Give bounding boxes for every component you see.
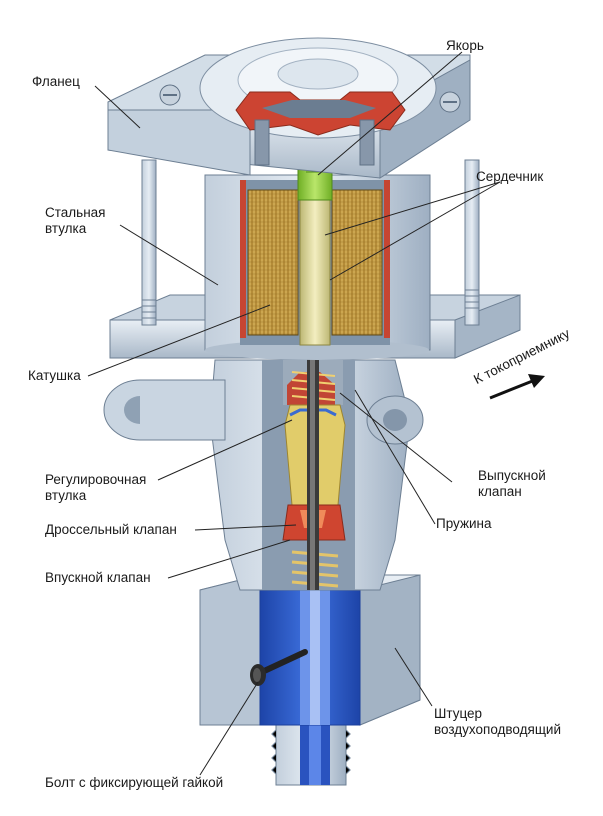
label-steel-sleeve-line2: втулка bbox=[45, 221, 87, 236]
top-flange bbox=[107, 37, 471, 179]
label-flange: Фланец bbox=[32, 74, 80, 89]
steel-sleeve bbox=[204, 95, 431, 360]
label-adjusting-sleeve-line1: Регулировочная bbox=[45, 472, 147, 487]
threaded-tip bbox=[271, 719, 351, 786]
label-core: Сердечник bbox=[476, 169, 544, 184]
label-exhaust-valve-line2: клапан bbox=[478, 484, 522, 499]
label-intake-valve: Впускной клапан bbox=[45, 570, 151, 585]
leader-lines bbox=[87, 51, 501, 776]
air-fitting-body bbox=[199, 574, 421, 726]
label-exhaust-valve: Выпускной клапан bbox=[478, 468, 546, 500]
label-coil: Катушка bbox=[28, 368, 81, 383]
valve-body bbox=[103, 340, 424, 591]
label-air-fitting-line1: Штуцер bbox=[434, 706, 483, 721]
label-bolt: Болт с фиксирующей гайкой bbox=[45, 775, 224, 790]
label-steel-sleeve-line1: Стальная bbox=[45, 205, 106, 220]
label-steel-sleeve: Стальная втулка bbox=[45, 205, 105, 237]
label-air-fitting-line2: воздухоподводящий bbox=[434, 722, 562, 737]
label-adjusting-sleeve-line2: втулка bbox=[45, 488, 87, 503]
label-anchor: Якорь bbox=[446, 38, 484, 53]
direction-arrow-icon bbox=[489, 374, 545, 400]
label-adjusting-sleeve: Регулировочная втулка bbox=[45, 472, 146, 504]
label-exhaust-valve-line1: Выпускной bbox=[478, 468, 546, 483]
label-throttle-valve: Дроссельный клапан bbox=[45, 522, 177, 537]
label-spring: Пружина bbox=[436, 516, 492, 531]
label-air-fitting: Штуцер воздухоподводящий bbox=[434, 706, 561, 738]
bolt-icon bbox=[250, 649, 308, 686]
